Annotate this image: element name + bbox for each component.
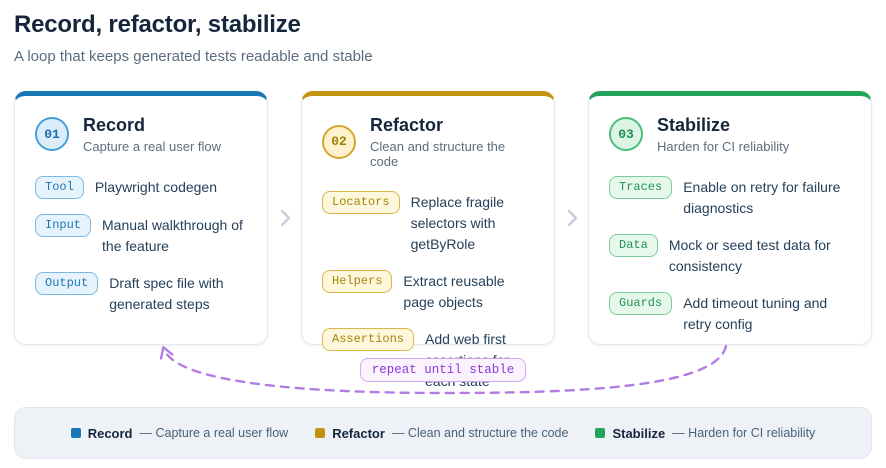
card-subtitle: Harden for CI reliability <box>657 138 790 154</box>
item-text: Manual walkthrough of the feature <box>102 216 243 254</box>
card-separator <box>555 91 588 345</box>
legend-bar: Record — Capture a real user flow Refact… <box>14 407 872 459</box>
legend-item: Record — Capture a real user flow <box>70 425 289 441</box>
item-tag: Guards <box>609 291 673 315</box>
item-tag: Locators <box>322 190 400 214</box>
chevron-right-icon <box>567 209 577 227</box>
legend-swatch <box>595 428 606 438</box>
item-tag: Assertions <box>322 327 415 351</box>
card-items: Tool Playwright codegen Input Manual wal… <box>35 175 247 315</box>
item-text: Replace fragile selectors with getByRole <box>410 193 504 252</box>
card-item: Tool Playwright codegen <box>35 175 247 199</box>
legend-description: — Clean and structure the code <box>391 426 569 440</box>
step-card: 03 Stabilize Harden for CI reliability T… <box>588 91 872 345</box>
card-title: Stabilize <box>657 115 731 135</box>
item-tag: Data <box>609 233 658 257</box>
step-number-badge: 01 <box>35 117 69 152</box>
item-text: Add timeout tuning and retry config <box>683 294 828 332</box>
legend-description: — Capture a real user flow <box>139 426 289 440</box>
card-header: 03 Stabilize Harden for CI reliability <box>609 115 851 154</box>
legend-swatch <box>315 428 326 438</box>
step-number-badge: 03 <box>609 117 643 152</box>
card-item: Helpers Extract reusable page objects <box>322 269 534 313</box>
card-item: Traces Enable on retry for failure diagn… <box>609 175 851 219</box>
legend-swatch <box>70 428 81 438</box>
card-item: Input Manual walkthrough of the feature <box>35 213 247 257</box>
card-title: Record <box>83 115 146 135</box>
loop-label: repeat until stable <box>359 358 527 382</box>
card-subtitle: Capture a real user flow <box>83 138 222 154</box>
legend-name: Stabilize <box>612 425 666 441</box>
card-heading: Refactor Clean and structure the code <box>370 115 534 169</box>
step-card: 02 Refactor Clean and structure the code… <box>301 91 555 389</box>
card-subtitle: Clean and structure the code <box>370 138 506 169</box>
card-heading: Stabilize Harden for CI reliability <box>657 115 789 154</box>
legend-name: Record <box>87 425 133 441</box>
item-tag: Tool <box>35 175 84 199</box>
legend-item: Refactor — Clean and structure the code <box>315 426 568 441</box>
card-title: Refactor <box>370 115 444 135</box>
card-items: Traces Enable on retry for failure diagn… <box>609 175 851 335</box>
item-tag: Traces <box>609 175 673 199</box>
card-heading: Record Capture a real user flow <box>83 115 221 154</box>
card-header: 01 Record Capture a real user flow <box>35 115 247 154</box>
item-text: Mock or seed test data for consistency <box>668 236 831 274</box>
item-text: Enable on retry for failure diagnostics <box>683 178 841 216</box>
step-card: 01 Record Capture a real user flow Tool … <box>14 91 268 345</box>
page-title: Record, refactor, stabilize <box>14 11 301 38</box>
card-item: Data Mock or seed test data for consiste… <box>609 233 851 277</box>
card-item: Output Draft spec file with generated st… <box>35 271 247 315</box>
card-item: Locators Replace fragile selectors with … <box>322 190 534 255</box>
item-tag: Helpers <box>322 269 393 293</box>
item-tag: Input <box>35 213 92 238</box>
legend-item: Stabilize — Harden for CI reliability <box>595 426 815 441</box>
page-subtitle: A loop that keeps generated tests readab… <box>14 48 373 65</box>
item-text: Extract reusable page objects <box>403 272 505 310</box>
cards-row: 01 Record Capture a real user flow Tool … <box>14 91 872 389</box>
item-text: Draft spec file with generated steps <box>109 274 224 312</box>
legend-name: Refactor <box>332 425 385 441</box>
item-tag: Output <box>35 271 99 296</box>
step-number-badge: 02 <box>322 124 356 159</box>
card-separator <box>268 91 301 345</box>
card-item: Guards Add timeout tuning and retry conf… <box>609 291 851 335</box>
legend-description: — Harden for CI reliability <box>672 426 816 440</box>
chevron-right-icon <box>280 209 290 227</box>
card-header: 02 Refactor Clean and structure the code <box>322 115 534 169</box>
item-text: Playwright codegen <box>94 178 217 195</box>
